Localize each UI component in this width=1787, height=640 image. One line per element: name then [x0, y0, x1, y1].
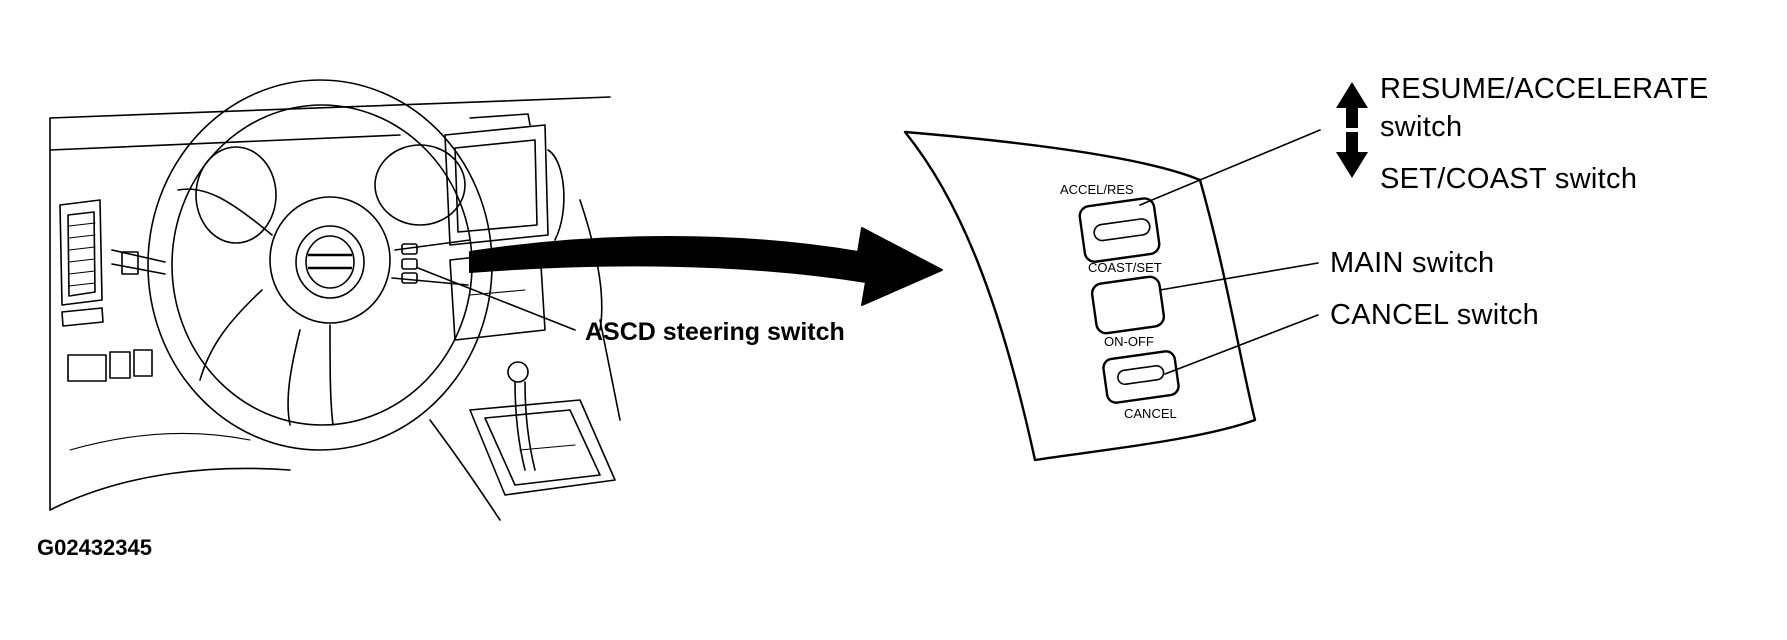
cancel-button-label: CANCEL [1124, 406, 1177, 421]
arrow-down-icon [1336, 132, 1368, 178]
coast-set-button-label: COAST/SET [1088, 260, 1162, 275]
dashboard-illustration [49, 79, 621, 521]
big-arrow-icon [469, 227, 943, 306]
resume-accelerate-label-line1: RESUME/ACCELERATE [1380, 73, 1708, 105]
on-off-button-label: ON-OFF [1104, 334, 1154, 349]
cancel-switch-button[interactable] [1102, 350, 1180, 404]
main-switch-button[interactable] [1090, 275, 1166, 335]
ascd-steering-switch-label: ASCD steering switch [585, 318, 845, 346]
ascd-leader-line [417, 267, 576, 331]
cancel-leader-line [1164, 314, 1319, 375]
switch-panel [903, 130, 1257, 462]
main-switch-label: MAIN switch [1330, 247, 1494, 279]
set-coast-label: SET/COAST switch [1380, 163, 1637, 195]
resume-accelerate-label-line2: switch [1380, 111, 1462, 143]
accel-res-leader-line [1139, 129, 1321, 206]
main-leader-line [1159, 262, 1319, 291]
accel-res-button-label: ACCEL/RES [1060, 182, 1134, 197]
figure-code: G02432345 [37, 535, 152, 560]
accel-res-coast-set-switch[interactable] [1078, 197, 1161, 263]
cancel-switch-label: CANCEL switch [1330, 299, 1539, 331]
arrow-up-icon [1336, 82, 1368, 128]
